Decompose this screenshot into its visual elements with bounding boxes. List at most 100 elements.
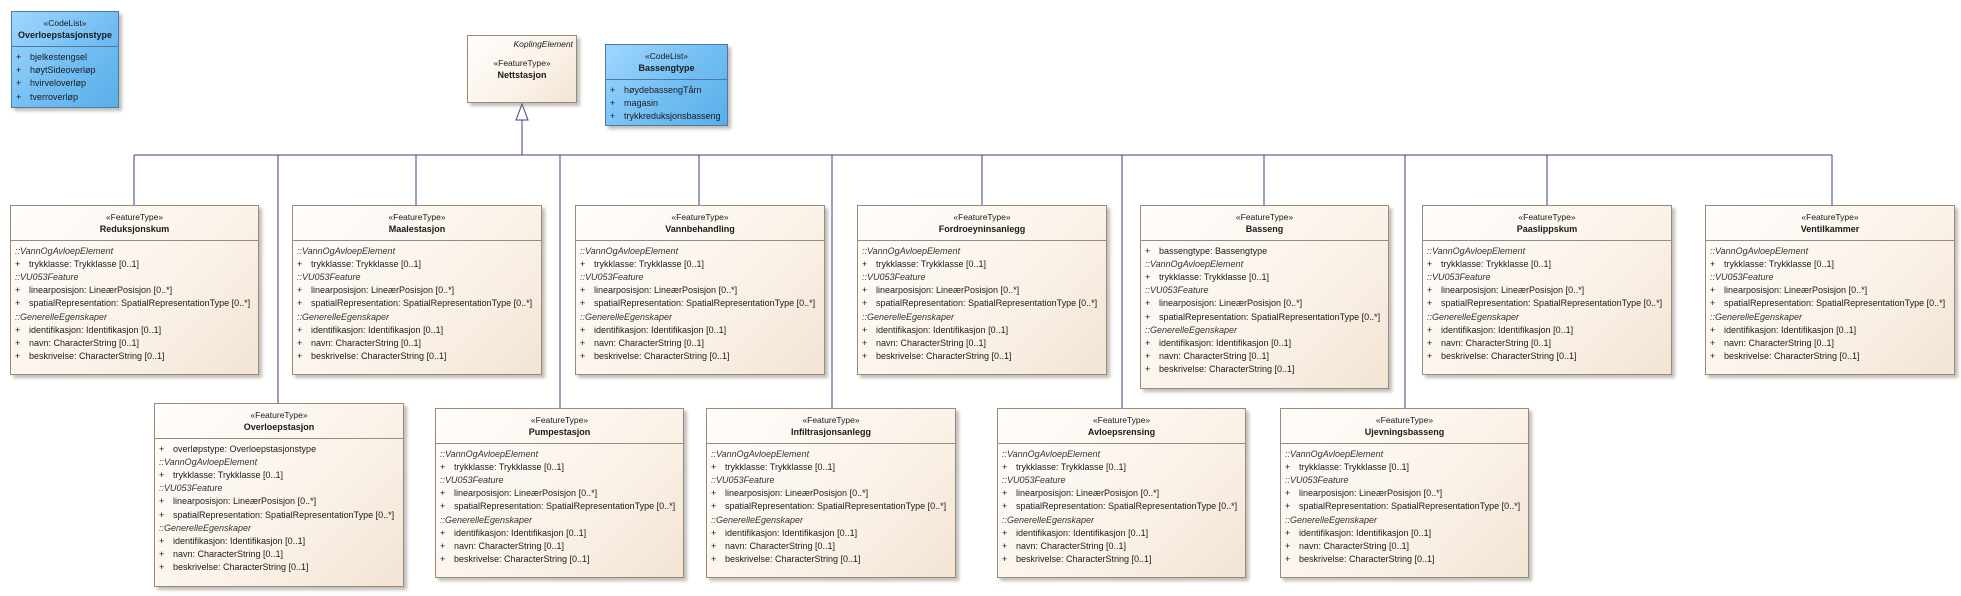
attribute-spatialrepresentation: +spatialRepresentation: SpatialRepresent… (862, 298, 1098, 309)
class-reduksjonskum[interactable]: «FeatureType»Reduksjonskum::VannOgAvloep… (10, 205, 259, 375)
group-generelleegenskaper: ::GenerelleEgenskaper (1427, 311, 1520, 322)
attribute-spatialrepresentation: +spatialRepresentation: SpatialRepresent… (1145, 311, 1381, 322)
attribute-beskrivelse: +beskrivelse: CharacterString [0..1] (1002, 554, 1152, 565)
attribute-spatialrepresentation: +spatialRepresentation: SpatialRepresent… (15, 298, 251, 309)
attribute-navn: +navn: CharacterString [0..1] (1427, 337, 1552, 348)
group-vu053feature: ::VU053Feature (1002, 475, 1066, 486)
attribute-identifikasjon: +identifikasjon: Identifikasjon [0..1] (862, 324, 1009, 335)
group-generelleegenskaper: ::GenerelleEgenskaper (1145, 324, 1238, 335)
attribute-navn: +navn: CharacterString [0..1] (297, 337, 422, 348)
codelist-overloepstasjonstype[interactable]: «CodeList» Overloepstasjonstype +bjelkes… (11, 11, 119, 108)
attribute-linearposisjon: +linearposisjon: LineærPosisjon [0..*] (440, 488, 598, 499)
attribute-spatialrepresentation: +spatialRepresentation: SpatialRepresent… (440, 501, 676, 512)
attribute-spatialrepresentation: +spatialRepresentation: SpatialRepresent… (159, 509, 395, 520)
attribute-identifikasjon: +identifikasjon: Identifikasjon [0..1] (711, 527, 858, 538)
attribute-identifikasjon: +identifikasjon: Identifikasjon [0..1] (1145, 337, 1292, 348)
stereotype: «FeatureType» (530, 415, 589, 425)
stereotype: «CodeList» (43, 18, 87, 28)
stereotype: «FeatureType» (1092, 415, 1151, 425)
attribute-navn: +navn: CharacterString [0..1] (15, 337, 140, 348)
attribute-trykklasse: +trykklasse: Trykklasse [0..1] (1710, 259, 1835, 269)
attribute-navn: +navn: CharacterString [0..1] (1710, 337, 1835, 348)
group-vannogavloepelement: ::VannOgAvloepElement (580, 246, 679, 256)
class-ujevningsbasseng[interactable]: «FeatureType»Ujevningsbasseng::VannOgAvl… (1280, 408, 1529, 578)
attribute-trykklasse: +trykklasse: Trykklasse [0..1] (1285, 462, 1410, 472)
class-name: Ventilkammer (1800, 224, 1860, 234)
attribute-identifikasjon: +identifikasjon: Identifikasjon [0..1] (1285, 527, 1432, 538)
group-generelleegenskaper: ::GenerelleEgenskaper (1710, 311, 1803, 322)
attribute-identifikasjon: +identifikasjon: Identifikasjon [0..1] (159, 535, 306, 546)
attribute-trykklasse: +trykklasse: Trykklasse [0..1] (297, 259, 422, 269)
class-paaslippskum[interactable]: «FeatureType»Paaslippskum::VannOgAvloepE… (1422, 205, 1672, 375)
class-name: Bassengtype (638, 63, 695, 73)
attribute-navn: +navn: CharacterString [0..1] (580, 337, 705, 348)
group-generelleegenskaper: ::GenerelleEgenskaper (862, 311, 955, 322)
attribute-identifikasjon: +identifikasjon: Identifikasjon [0..1] (1427, 324, 1574, 335)
group-vannogavloepelement: ::VannOgAvloepElement (1285, 449, 1384, 459)
class-overloepstasjon[interactable]: «FeatureType»Overloepstasjon+overløpstyp… (154, 403, 404, 587)
codelist-bassengtype[interactable]: «CodeList» Bassengtype +høydebassengTårn… (605, 44, 728, 126)
group-generelleegenskaper: ::GenerelleEgenskaper (15, 311, 108, 322)
class-fordroeyninsanlegg[interactable]: «FeatureType»Fordroeyninsanlegg::VannOgA… (857, 205, 1107, 375)
codelist-value: +hvirveloverløp (16, 78, 87, 89)
attribute-spatialrepresentation: +spatialRepresentation: SpatialRepresent… (1710, 298, 1946, 309)
class-basseng[interactable]: «FeatureType»Basseng+bassengtype: Bassen… (1140, 205, 1389, 389)
class-avloepsrensing[interactable]: «FeatureType»Avloepsrensing::VannOgAvloe… (997, 408, 1246, 578)
attribute-identifikasjon: +identifikasjon: Identifikasjon [0..1] (440, 527, 587, 538)
class-nettstasjon[interactable]: KoplingElement «FeatureType» Nettstasjon (467, 35, 577, 103)
attribute-spatialrepresentation: +spatialRepresentation: SpatialRepresent… (711, 501, 947, 512)
attribute-linearposisjon: +linearposisjon: LineærPosisjon [0..*] (580, 285, 738, 296)
abstract-parent-label: KoplingElement (513, 39, 573, 49)
attribute-navn: +navn: CharacterString [0..1] (440, 540, 565, 551)
attribute-identifikasjon: +identifikasjon: Identifikasjon [0..1] (297, 324, 444, 335)
group-vannogavloepelement: ::VannOgAvloepElement (159, 457, 258, 468)
group-generelleegenskaper: ::GenerelleEgenskaper (440, 514, 533, 525)
class-maalestasjon[interactable]: «FeatureType»Maalestasjon::VannOgAvloepE… (292, 205, 542, 375)
attribute-trykklasse: +trykklasse: Trykklasse [0..1] (1427, 259, 1552, 269)
group-generelleegenskaper: ::GenerelleEgenskaper (297, 311, 390, 322)
class-name: Maalestasjon (388, 224, 446, 234)
attribute-beskrivelse: +beskrivelse: CharacterString [0..1] (1285, 554, 1435, 565)
group-vu053feature: ::VU053Feature (1285, 475, 1349, 486)
codelist-value: +magasin (610, 98, 659, 109)
attribute-beskrivelse: +beskrivelse: CharacterString [0..1] (862, 351, 1012, 362)
stereotype: «CodeList» (644, 51, 688, 61)
stereotype: «FeatureType» (1235, 212, 1294, 222)
attribute-linearposisjon: +linearposisjon: LineærPosisjon [0..*] (862, 285, 1020, 296)
attribute-linearposisjon: +linearposisjon: LineærPosisjon [0..*] (297, 285, 455, 296)
stereotype: «FeatureType» (388, 212, 446, 222)
class-infiltrasjonsanlegg[interactable]: «FeatureType»Infiltrasjonsanlegg::VannOg… (706, 408, 956, 578)
class-name: Overloepstasjon (243, 422, 315, 432)
class-vannbehandling[interactable]: «FeatureType»Vannbehandling::VannOgAvloe… (575, 205, 825, 375)
group-generelleegenskaper: ::GenerelleEgenskaper (1002, 514, 1095, 525)
attribute-beskrivelse: +beskrivelse: CharacterString [0..1] (1710, 351, 1860, 362)
stereotype: «FeatureType» (953, 212, 1011, 222)
stereotype: «FeatureType» (1375, 415, 1434, 425)
group-vu053feature: ::VU053Feature (297, 272, 361, 283)
attribute-trykklasse: +trykklasse: Trykklasse [0..1] (159, 470, 284, 481)
stereotype: «FeatureType» (1518, 212, 1576, 222)
attribute-beskrivelse: +beskrivelse: CharacterString [0..1] (580, 351, 730, 362)
group-vannogavloepelement: ::VannOgAvloepElement (1145, 259, 1244, 270)
class-name: Infiltrasjonsanlegg (790, 427, 871, 437)
group-generelleegenskaper: ::GenerelleEgenskaper (1285, 514, 1378, 525)
attribute-beskrivelse: +beskrivelse: CharacterString [0..1] (711, 554, 861, 565)
attribute-identifikasjon: +identifikasjon: Identifikasjon [0..1] (1710, 324, 1857, 335)
class-ventilkammer[interactable]: «FeatureType»Ventilkammer::VannOgAvloepE… (1705, 205, 1955, 375)
class-name: Overloepstasjonstype (17, 30, 113, 40)
attribute-navn: +navn: CharacterString [0..1] (862, 337, 987, 348)
attribute-identifikasjon: +identifikasjon: Identifikasjon [0..1] (1002, 527, 1149, 538)
class-name: Pumpestasjon (528, 427, 591, 437)
group-vannogavloepelement: ::VannOgAvloepElement (1710, 246, 1809, 256)
own-attribute: +overløpstype: Overloepstasjonstype (159, 444, 317, 454)
attribute-navn: +navn: CharacterString [0..1] (159, 549, 284, 560)
class-pumpestasjon[interactable]: «FeatureType»Pumpestasjon::VannOgAvloepE… (435, 408, 684, 578)
stereotype: «FeatureType» (105, 212, 164, 222)
attribute-beskrivelse: +beskrivelse: CharacterString [0..1] (15, 351, 165, 362)
group-vannogavloepelement: ::VannOgAvloepElement (711, 449, 810, 459)
attribute-identifikasjon: +identifikasjon: Identifikasjon [0..1] (15, 324, 162, 335)
class-name: Ujevningsbasseng (1364, 427, 1445, 437)
attribute-navn: +navn: CharacterString [0..1] (1145, 351, 1270, 362)
attribute-trykklasse: +trykklasse: Trykklasse [0..1] (711, 462, 836, 472)
